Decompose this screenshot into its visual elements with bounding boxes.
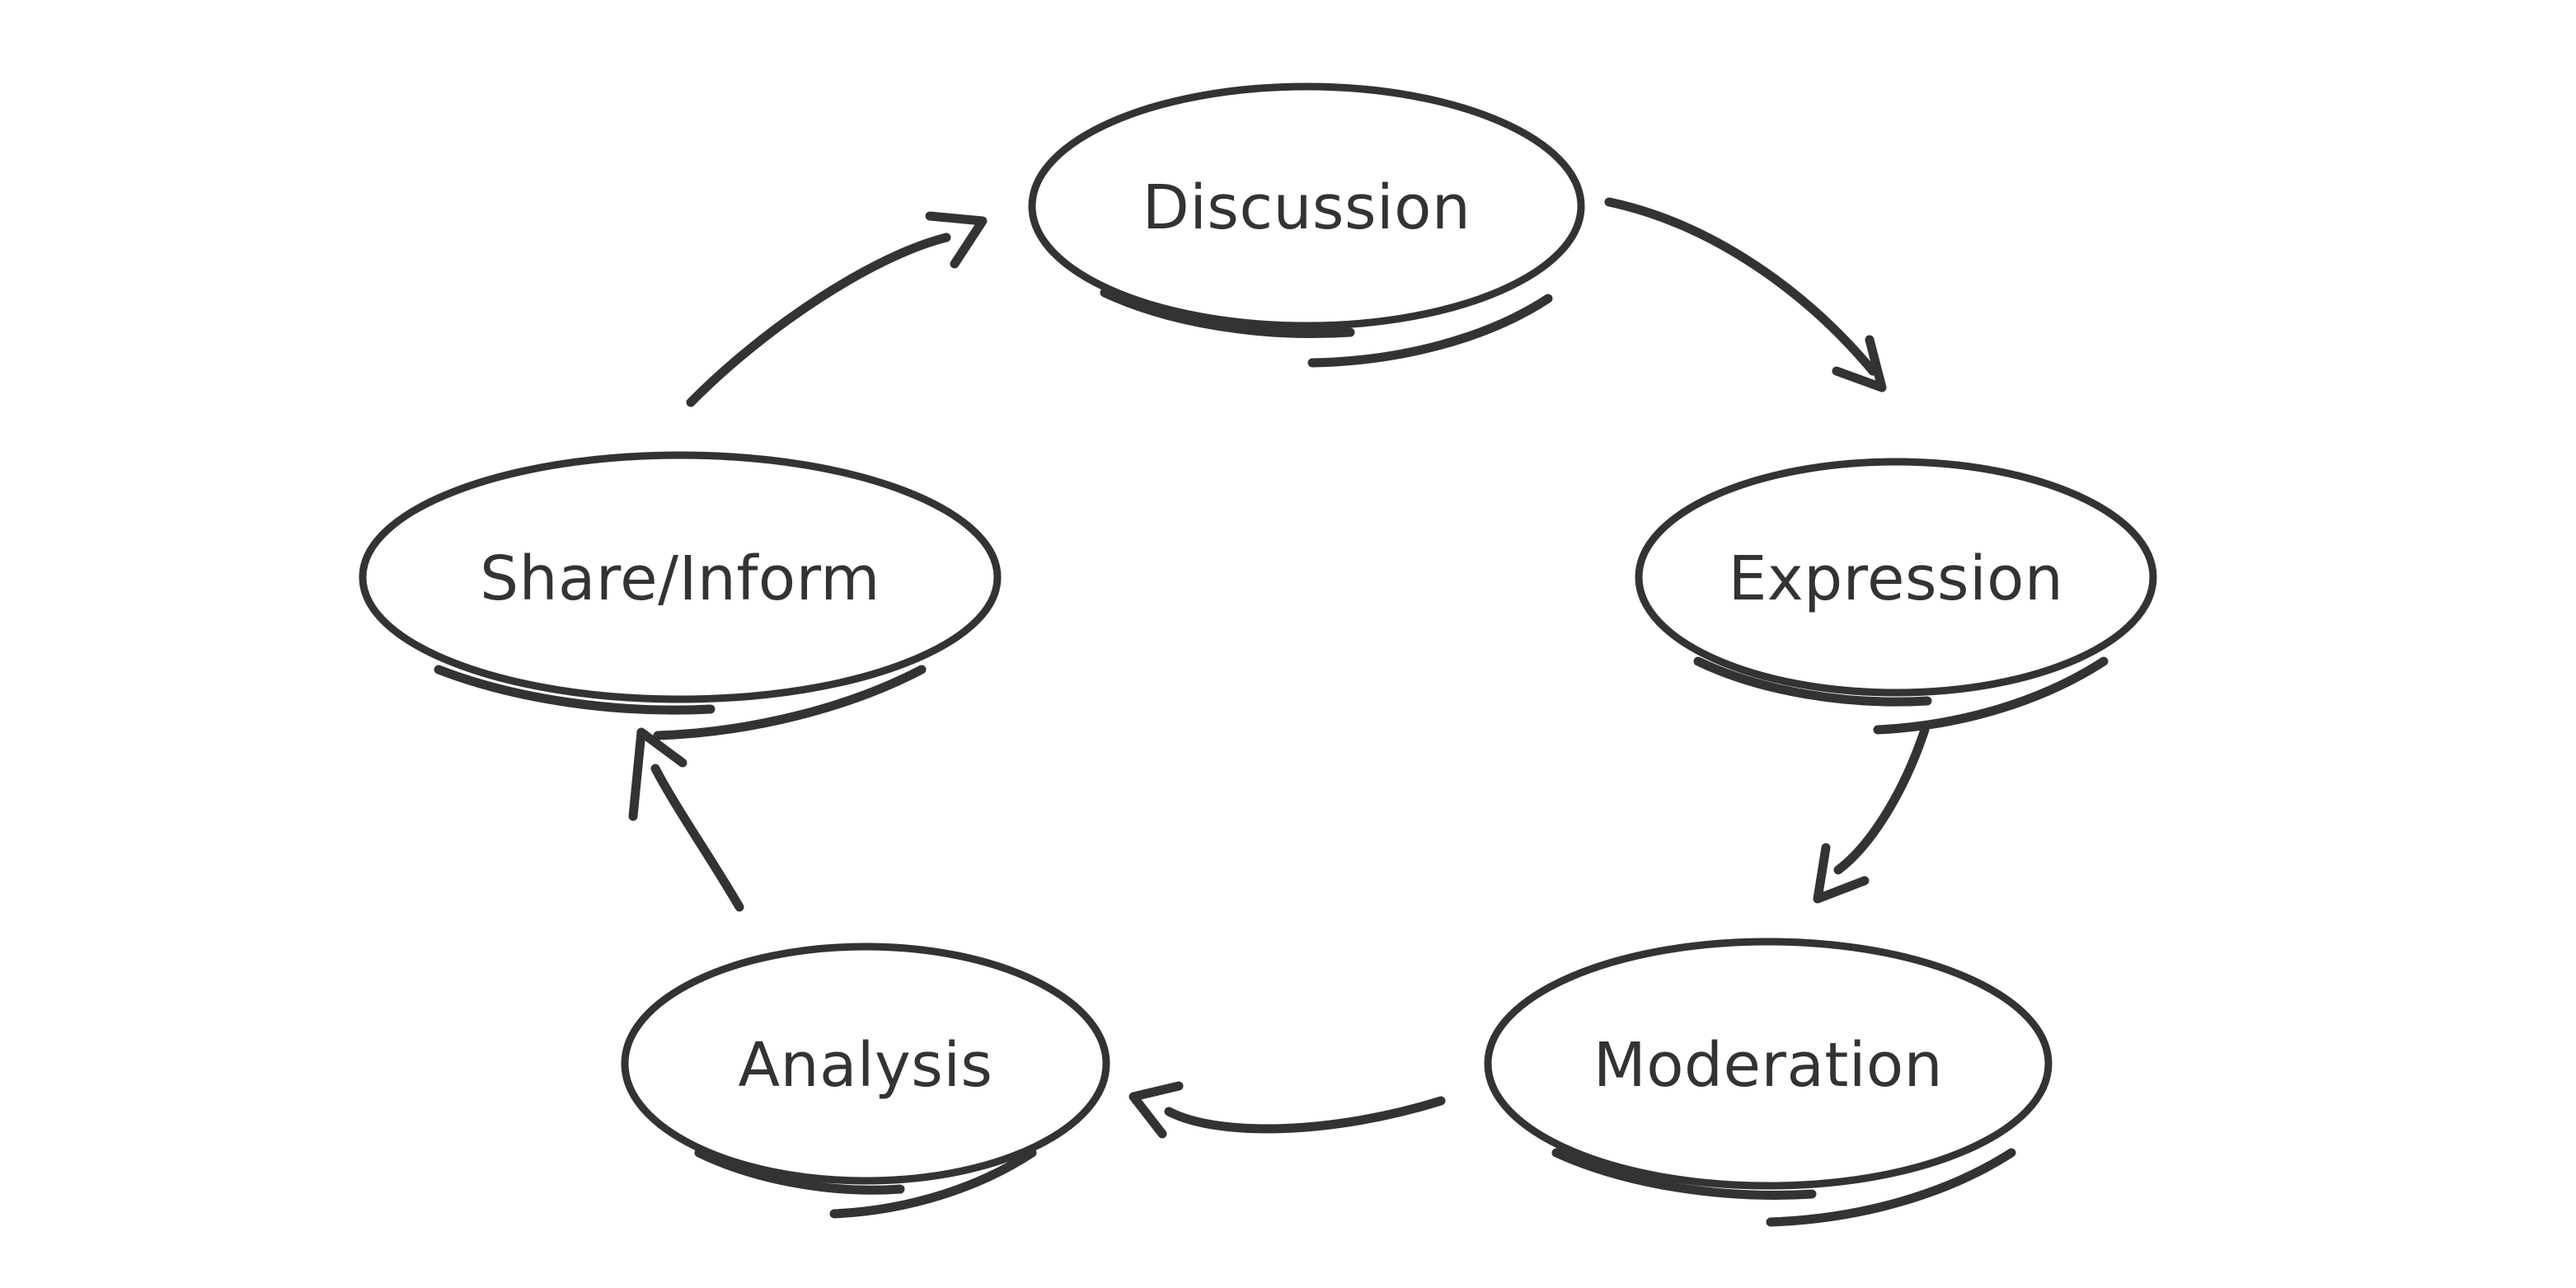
- node-sketch-overshoot-2: [1307, 294, 1553, 368]
- node-label: Analysis: [739, 1030, 993, 1101]
- arrowhead-icon: [925, 211, 988, 269]
- edge-shaft: [650, 764, 744, 912]
- arrowhead-icon: [1832, 335, 1887, 393]
- node-sketch-overshoot-2: [1873, 656, 2109, 735]
- node-sketch-overshoot: [1100, 288, 1355, 338]
- edge-discussion-to-expression: [1604, 197, 1887, 393]
- node-sketch-overshoot: [1693, 656, 1932, 707]
- arrowhead-icon: [1813, 843, 1870, 904]
- node-ellipse-outline: [1635, 458, 2157, 697]
- node-sketch-overshoot: [434, 665, 716, 715]
- node-moderation[interactable]: Moderation: [1484, 938, 2053, 1227]
- node-ellipse-outline: [359, 451, 1002, 703]
- node-sketch-overshoot-2: [829, 1148, 1037, 1219]
- edge-analysis-to-share-inform: [628, 727, 744, 912]
- edge-shaft: [1164, 1096, 1446, 1134]
- node-sketch-overshoot-2: [1766, 1148, 2016, 1227]
- edge-shaft: [1833, 725, 1930, 875]
- node-label: Discussion: [1143, 172, 1471, 243]
- node-discussion[interactable]: Discussion: [1028, 82, 1585, 368]
- node-expression[interactable]: Expression: [1635, 458, 2157, 735]
- edge-moderation-to-analysis: [1128, 1081, 1446, 1139]
- node-ellipse-outline: [1484, 938, 2053, 1190]
- node-label: Share/Inform: [480, 543, 880, 614]
- arrowhead-icon: [628, 727, 687, 821]
- edge-share-inform-to-discussion: [686, 211, 988, 407]
- node-sketch-overshoot: [1551, 1148, 1817, 1200]
- node-sketch-overshoot-2: [653, 665, 927, 740]
- node-label: Moderation: [1593, 1030, 1943, 1101]
- edge-shaft: [1604, 197, 1878, 376]
- edge-expression-to-moderation: [1813, 725, 1930, 904]
- node-label: Expression: [1729, 543, 2064, 614]
- node-share-inform[interactable]: Share/Inform: [359, 451, 1002, 740]
- edge-shaft: [686, 233, 951, 407]
- node-analysis[interactable]: Analysis: [621, 942, 1110, 1219]
- node-ellipse-outline: [1028, 82, 1585, 330]
- arrowhead-icon: [1128, 1081, 1184, 1139]
- node-ellipse-outline: [621, 942, 1110, 1185]
- node-sketch-overshoot: [694, 1148, 905, 1195]
